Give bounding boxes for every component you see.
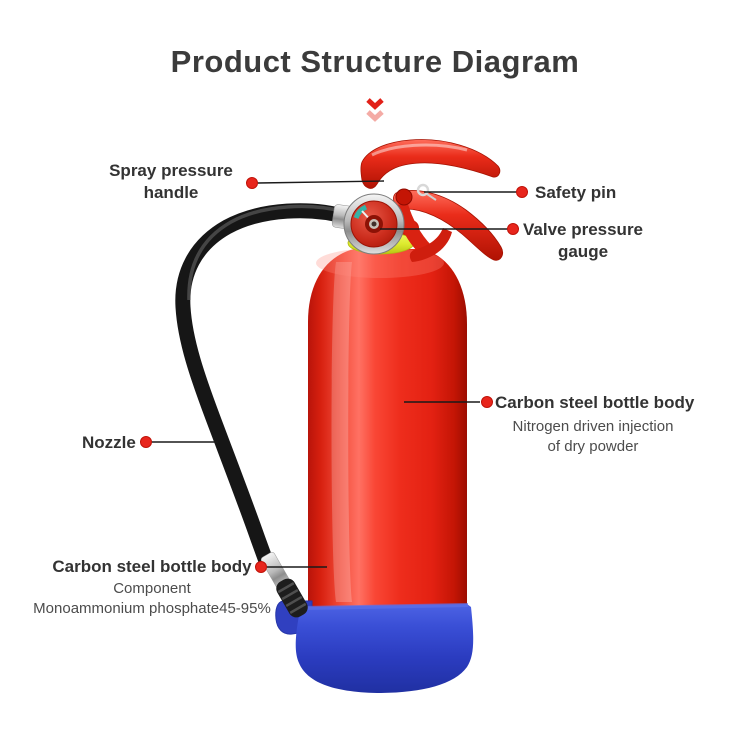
chevron-bottom-faded xyxy=(366,110,384,122)
sublabel-bottle-body-left: Component Monoammonium phosphate45-95% xyxy=(32,579,272,619)
leader-dots xyxy=(140,177,528,573)
label-line: Valve pressure xyxy=(522,220,644,239)
bottle-body-right-dot xyxy=(481,396,493,408)
sublabel-line: Component xyxy=(113,580,191,597)
label-nozzle: Nozzle xyxy=(82,433,136,452)
spray-handle-leader-line xyxy=(257,180,385,184)
valve-curl xyxy=(409,228,452,262)
label-spray-pressure-handle: Spray pressure handle xyxy=(88,160,254,204)
gauge-hub-pin xyxy=(371,221,377,227)
nozzle-dot xyxy=(140,436,152,448)
double-chevron-down-icon xyxy=(366,98,384,122)
gauge-green-zone xyxy=(353,204,368,219)
label-bottle-body-left: Carbon steel bottle body xyxy=(52,557,252,576)
lever-highlight xyxy=(371,143,468,157)
hose-sheen xyxy=(187,204,346,301)
nozzle-tip xyxy=(276,578,308,618)
safety-pin-shaft xyxy=(426,193,437,201)
chevron-top xyxy=(366,98,384,110)
label-bottle-body-right: Carbon steel bottle body xyxy=(495,393,695,412)
sublabel-line: of dry powder xyxy=(547,438,639,455)
label-safety-pin: Safety pin xyxy=(535,183,617,202)
label-line: handle xyxy=(143,183,199,202)
page-title: Product Structure Diagram xyxy=(170,44,580,79)
label-line: gauge xyxy=(557,242,609,261)
sublabel-line: Nitrogen driven injection xyxy=(512,418,674,435)
valve-body xyxy=(394,204,432,252)
base-top-highlight xyxy=(302,603,469,610)
safety-pin-dot xyxy=(516,186,528,198)
leader-lines xyxy=(152,180,516,568)
bottle-body-left-dot xyxy=(255,561,267,573)
bottle-body xyxy=(308,249,467,625)
lever-hinge xyxy=(395,188,413,206)
safety-pin-ring xyxy=(416,183,430,197)
hose xyxy=(175,203,355,569)
bottle-body-highlight xyxy=(331,262,352,602)
spray-handle-dot xyxy=(246,177,258,189)
spray-handle-upper-lever xyxy=(360,139,501,189)
label-valve-pressure-gauge: Valve pressure gauge xyxy=(518,219,648,263)
label-line: Spray pressure xyxy=(109,161,233,180)
sublabel-line: Monoammonium phosphate45-95% xyxy=(33,600,271,617)
bottle-base xyxy=(295,604,474,693)
valve-gauge-dot xyxy=(507,223,519,235)
sublabel-bottle-body-right: Nitrogen driven injection of dry powder xyxy=(495,417,691,457)
